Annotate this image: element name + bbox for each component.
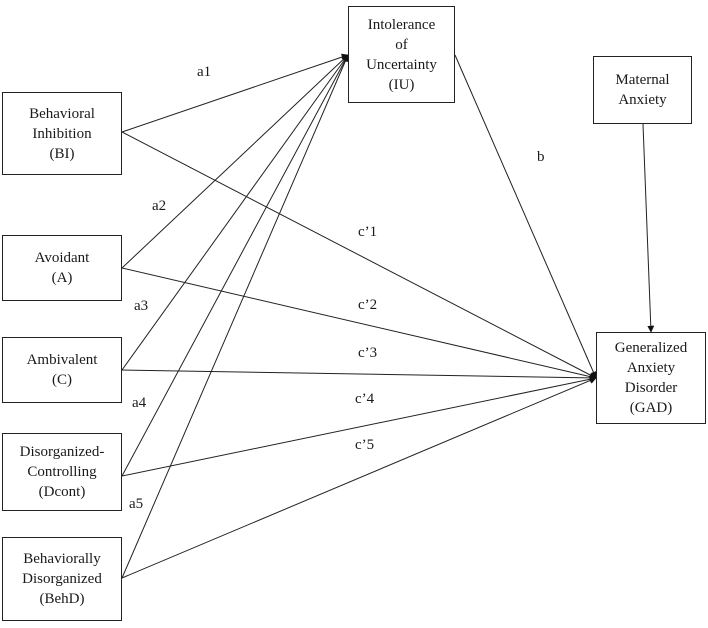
node-bi-line-2: Inhibition xyxy=(32,125,92,142)
edge-label-a1: a1 xyxy=(197,64,212,80)
edge-c1-arrow xyxy=(121,131,597,379)
node-a-line-2: (A) xyxy=(51,270,73,286)
edge-label-c1: c’1 xyxy=(358,224,378,240)
node-behd-line-1: Behaviorally xyxy=(23,551,101,567)
edge-label-c5: c’5 xyxy=(355,437,375,453)
node-iu-line-3: Uncertainty xyxy=(366,56,437,73)
edge-label-c4: c’4 xyxy=(355,391,375,407)
edge-a4-arrow xyxy=(121,54,349,477)
node-c-line-1: Ambivalent xyxy=(26,352,98,368)
edge-a5-arrow xyxy=(121,54,349,579)
edge-c4-arrow xyxy=(121,375,597,477)
node-gad-line-1: Generalized xyxy=(614,340,688,356)
edge-label-a5: a5 xyxy=(129,496,144,512)
node-iu-line-1: Intolerance xyxy=(367,16,436,33)
edge-label-a3: a3 xyxy=(134,298,149,314)
node-behd-line-3: (BehD) xyxy=(39,591,85,607)
node-iu-line-2: of xyxy=(395,36,408,53)
node-bi-line-3: (BI) xyxy=(49,145,75,162)
edge-maternal-arrow xyxy=(642,123,655,333)
edge-c2-arrow xyxy=(121,267,597,380)
node-dcont-line-2: Controlling xyxy=(27,464,97,480)
edge-label-a2: a2 xyxy=(152,198,167,214)
node-ma-line-1: Maternal xyxy=(615,72,670,88)
node-dcont-line-1: Disorganized- xyxy=(19,444,105,460)
node-disorganized-controlling: Disorganized- Controlling (Dcont) xyxy=(2,433,122,511)
node-iu-line-4: (IU) xyxy=(388,76,415,93)
node-gad-line-3: Disorder xyxy=(624,380,678,396)
node-c-line-2: (C) xyxy=(52,372,72,388)
node-ma-line-2: Anxiety xyxy=(618,92,667,108)
edge-label-c2: c’2 xyxy=(358,297,378,313)
edge-c5-arrow xyxy=(121,377,597,579)
node-gad-line-4: (GAD) xyxy=(629,400,673,416)
edge-c3-arrow xyxy=(121,369,597,382)
edge-a1-arrow xyxy=(121,53,349,133)
node-gad-line-2: Anxiety xyxy=(626,360,676,376)
edge-b-arrow xyxy=(454,54,597,379)
edge-a3-arrow xyxy=(121,54,349,371)
node-bi-line-1: Behavioral xyxy=(29,105,95,122)
node-ambivalent: Ambivalent (C) xyxy=(2,337,122,403)
node-avoidant: Avoidant (A) xyxy=(2,235,122,301)
edge-a2-arrow xyxy=(121,54,349,269)
edge-label-a4: a4 xyxy=(132,395,147,411)
node-behd-line-2: Disorganized xyxy=(22,571,102,587)
edge-layer xyxy=(121,53,655,579)
node-a-line-1: Avoidant xyxy=(34,250,90,266)
edge-label-b: b xyxy=(537,149,545,165)
edge-label-c3: c’3 xyxy=(358,345,378,361)
node-dcont-line-3: (Dcont) xyxy=(38,484,86,500)
